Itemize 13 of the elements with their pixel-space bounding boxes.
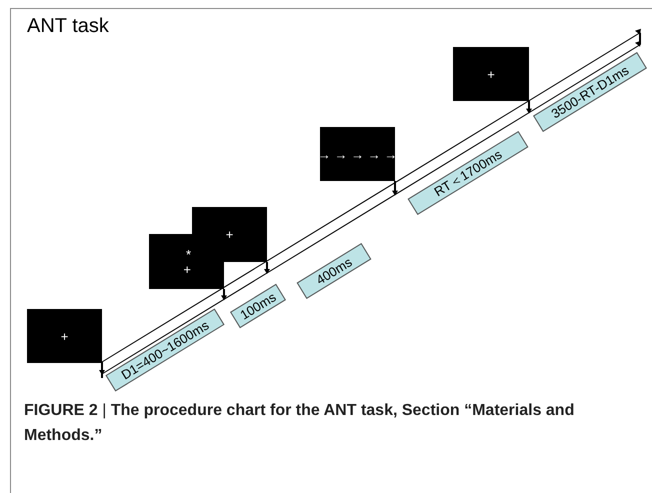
stimulus-screen [192, 207, 267, 262]
figure-caption: FIGURE 2 | The procedure chart for the ANT task, Section “Materials and Methods.” [24, 401, 576, 446]
stimulus-screen [453, 47, 529, 101]
stimulus-screen [27, 309, 102, 363]
stimulus-screen [149, 234, 192, 289]
screen-symbol: + [183, 262, 191, 276]
screen-symbol: * [186, 246, 191, 262]
diagram-title: ANT task [27, 14, 109, 39]
screen-symbol: → → → → → [318, 146, 398, 162]
screen-symbol: + [226, 227, 234, 242]
stimulus-screen [320, 127, 395, 181]
screen-symbol: + [60, 328, 68, 344]
screen-symbol: + [487, 66, 495, 82]
